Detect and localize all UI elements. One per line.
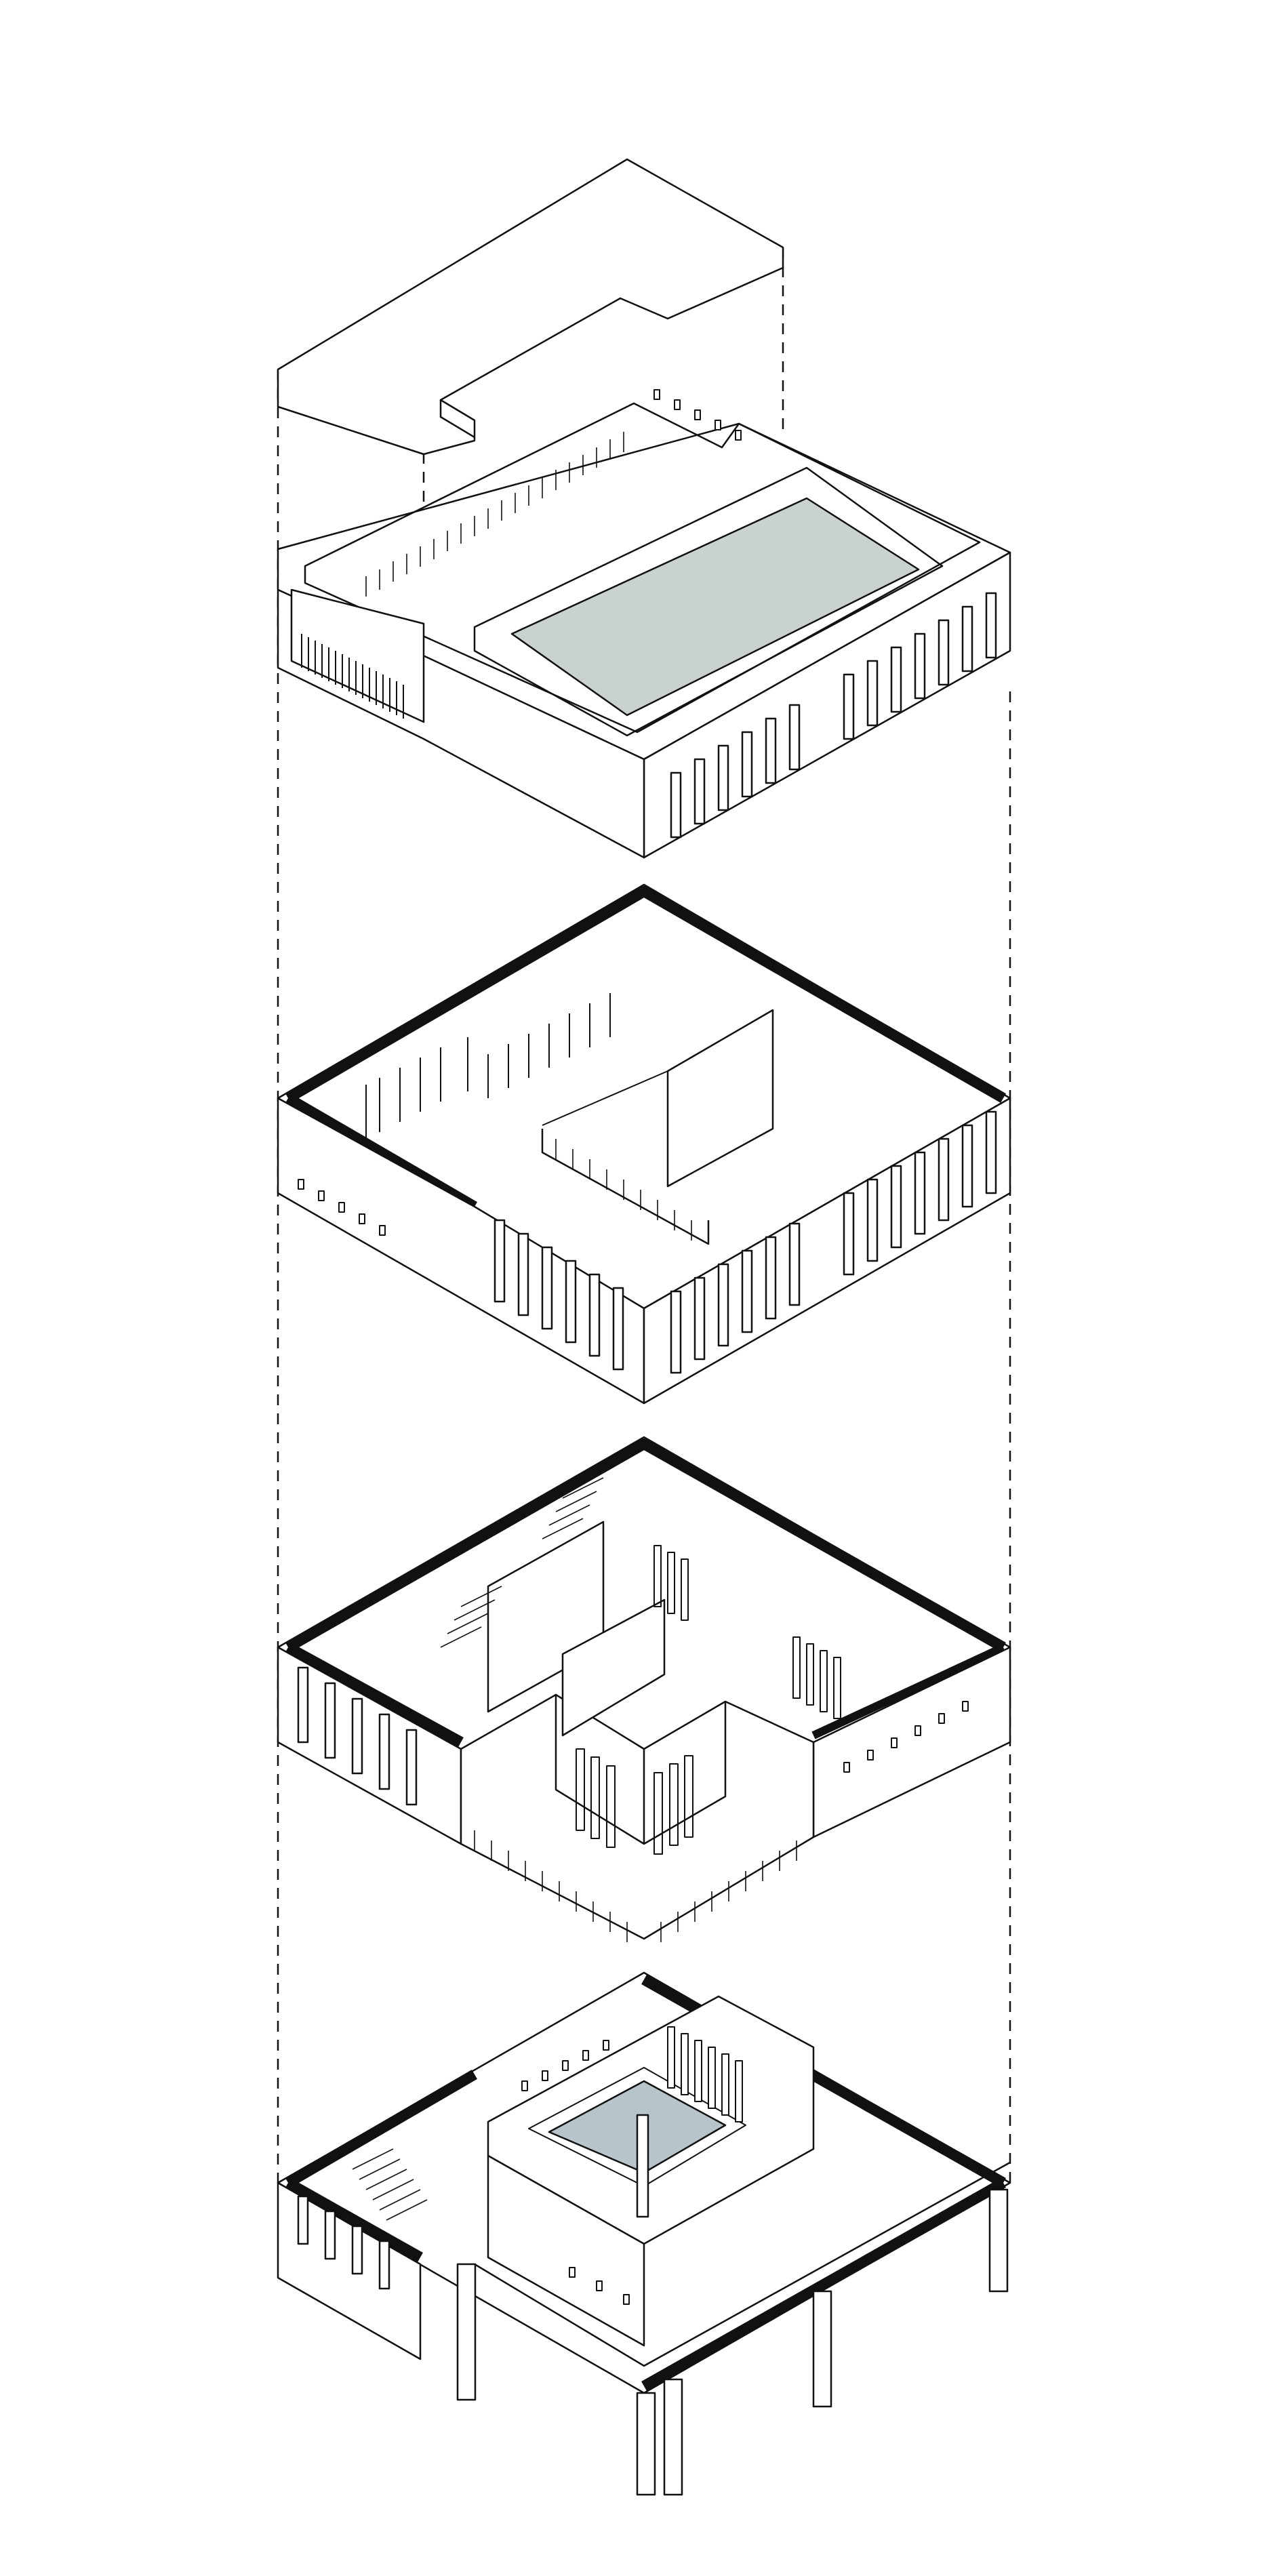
level-upper-floor xyxy=(277,883,1011,1405)
roof-walkway-slats xyxy=(365,432,624,597)
roof-small-windows xyxy=(653,389,742,441)
ground-columns xyxy=(456,2188,1009,2496)
ground-court-front xyxy=(487,2154,645,2347)
ground-stair xyxy=(352,2148,428,2221)
upper-glazing xyxy=(365,993,611,1139)
first-doors xyxy=(576,1545,841,1855)
ground-small-windows xyxy=(521,2040,609,2091)
ground-left-wall xyxy=(277,2181,422,2360)
roof-canopy-top xyxy=(277,158,784,456)
upper-thick-wall xyxy=(285,886,1006,1103)
ground-left-openings xyxy=(297,2195,390,2290)
first-small-windows xyxy=(843,1701,969,1773)
first-thick-wall xyxy=(285,1438,1006,1652)
ground-right-slats xyxy=(667,2026,743,2122)
first-left-openings xyxy=(297,1666,418,1806)
level-first-floor xyxy=(277,1436,1011,1942)
level-roof xyxy=(277,158,1011,859)
upper-partition xyxy=(666,1009,774,1188)
ground-court-windows xyxy=(569,2267,630,2305)
first-balustrade xyxy=(474,1830,797,1942)
upper-wall-fins xyxy=(494,1110,997,1374)
ground-thick-wall xyxy=(285,2070,478,2188)
upper-balustrade xyxy=(541,1129,710,1245)
level-ground-floor xyxy=(277,1971,1011,2496)
roof-pavilion-slats xyxy=(301,634,404,719)
first-stair xyxy=(440,1477,604,1648)
upper-small-windows xyxy=(298,1179,386,1236)
roof-pool xyxy=(510,497,920,717)
roof-wall-fins xyxy=(670,592,997,839)
roof-pavilion xyxy=(290,588,425,723)
